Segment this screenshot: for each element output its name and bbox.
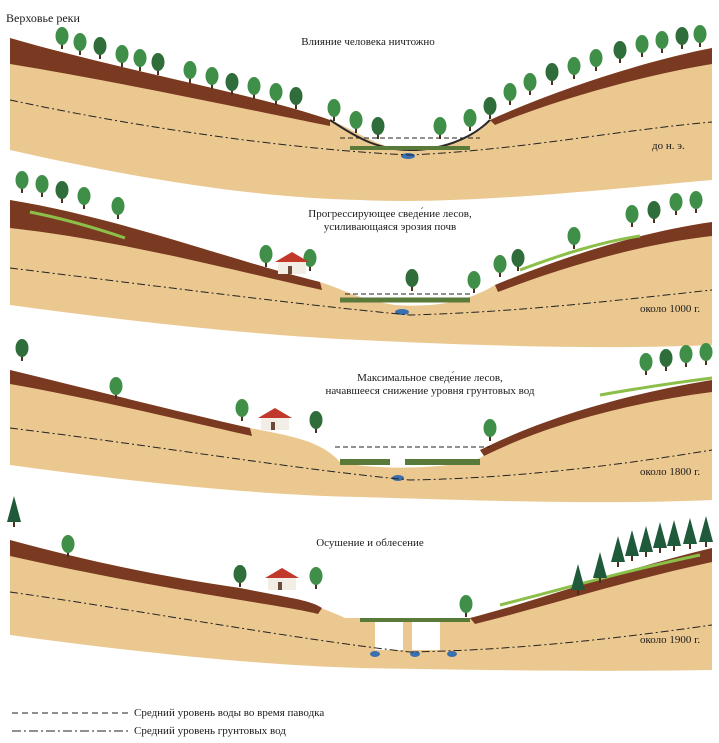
groundwater-line [9,427,713,481]
house [265,568,299,590]
river-water [410,651,420,657]
grass-strip [599,376,713,397]
panel-1-landscape [9,25,713,201]
panel-3-caption-line-2: начавшееся снижение уровня грунтовых вод [325,385,535,397]
panel-4-landscape [7,496,713,671]
topsoil-layer [10,540,322,614]
panel-2-landscape [9,171,713,348]
subsoil-layer [10,200,712,348]
panel-4-caption: Осушение и облесение [316,537,424,549]
panel-2-caption-line-1: Прогрессирующее сведе́ние лесов, [308,208,472,220]
topsoil-layer [10,370,252,436]
legend-groundwater-label: Средний уровень грунтовых вод [134,725,286,737]
topsoil-layer [10,200,322,290]
drainage-channel [412,620,440,650]
panel-3-date: около 1800 г. [640,466,701,478]
river-water [447,651,457,657]
panel-2-date: около 1000 г. [640,303,701,315]
topsoil-layer [495,222,712,292]
panel-2-caption-line-2: усиливающаяся эрозия почв [323,221,457,233]
drainage-channel [375,620,403,650]
panel-3-caption-line-1: Максимальное сведе́ние лесов, [357,372,503,384]
grass-strip [519,234,641,272]
subsoil-layer [10,540,712,671]
grass-strip [499,553,701,607]
panel-1-caption: Влияние человека ничтожно [301,36,435,48]
groundwater-line [9,99,713,156]
panel-3-landscape [9,339,713,503]
panel-1-date: до н. э. [652,140,685,152]
topsoil-layer [490,48,712,125]
groundwater-line [9,591,713,653]
topsoil-layer [10,38,330,126]
page-title: Верховье реки [6,11,80,25]
grass-strip [29,210,126,240]
subsoil-layer [10,370,712,503]
river-water [370,651,380,657]
panel-4-date: около 1900 г. [640,634,701,646]
subsoil-layer [10,38,712,201]
river-water [401,153,415,159]
house [258,408,292,430]
legend-flood-level-label: Средний уровень воды во время паводка [134,707,325,719]
topsoil-layer [480,380,712,456]
river-water [392,475,404,481]
